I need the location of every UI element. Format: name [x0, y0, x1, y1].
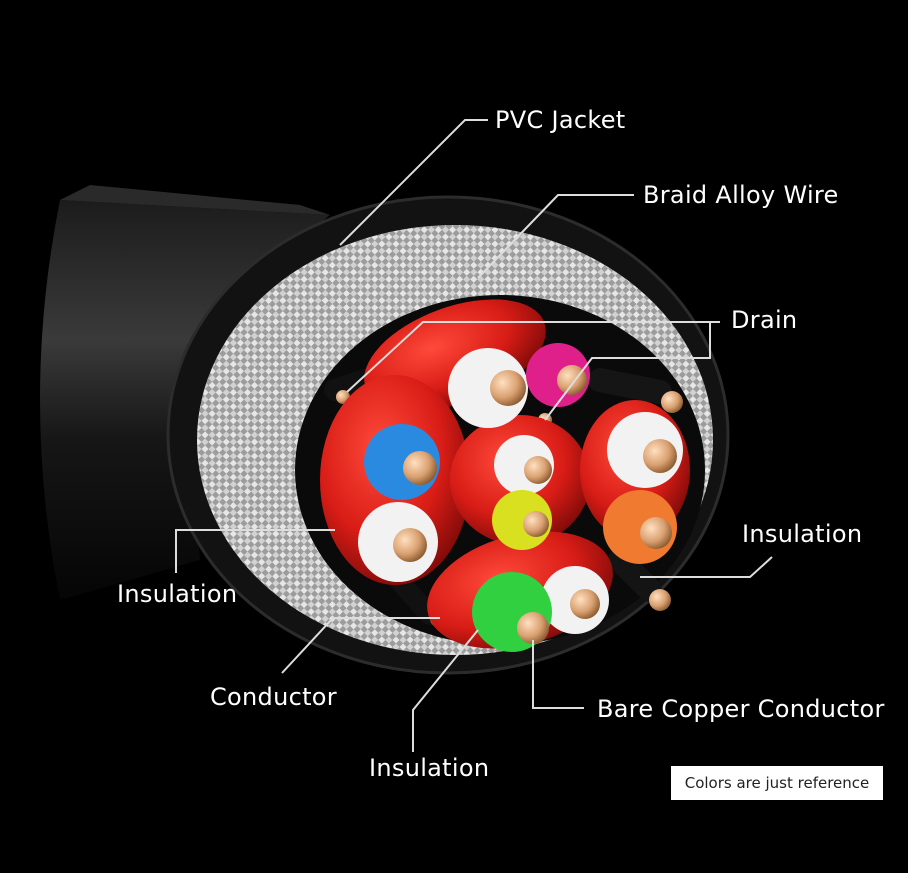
label-insulation-left: Insulation [117, 580, 238, 608]
insulation-right-leader [640, 556, 773, 578]
reference-note: Colors are just reference [671, 766, 883, 800]
label-conductor: Conductor [210, 683, 337, 711]
bare-copper-leader [532, 640, 584, 709]
pvc-jacket-leader [339, 119, 488, 246]
label-bare-copper-conductor: Bare Copper Conductor [597, 695, 885, 723]
label-drain: Drain [731, 306, 798, 334]
drain-leader-top [346, 321, 720, 393]
conductor-leader [281, 617, 440, 674]
label-pvc-jacket: PVC Jacket [495, 106, 626, 134]
insulation-left-leader [175, 529, 335, 573]
insulation-bottom-leader [412, 629, 479, 752]
colored-cores [358, 343, 683, 652]
label-insulation-bottom: Insulation [369, 754, 490, 782]
label-braid-alloy-wire: Braid Alloy Wire [643, 181, 839, 209]
leader-lines [175, 119, 773, 752]
label-insulation-right: Insulation [742, 520, 863, 548]
braid-leader [477, 194, 634, 279]
drain-leader-bottom [544, 322, 711, 421]
